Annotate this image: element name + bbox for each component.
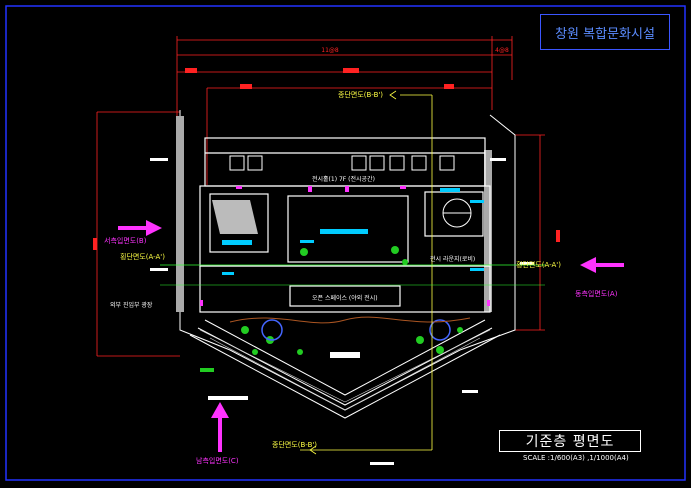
landscape-path xyxy=(229,316,471,324)
level-marks xyxy=(150,158,534,465)
opening-markers xyxy=(200,186,490,306)
room-label-left-area: 외부 진입부 광장 xyxy=(110,302,153,309)
section-arrows xyxy=(309,90,397,455)
planters xyxy=(241,246,463,355)
top-rooms xyxy=(229,155,455,171)
dimension-lines xyxy=(96,36,545,357)
room-label-lower: 오픈 스페이스 (야외 전시) xyxy=(312,295,378,302)
plan-title-box: 기준층 평면도 xyxy=(499,430,641,452)
room-label-middle: 전시 라운지(로비) xyxy=(430,256,476,263)
elevation-arrow-east xyxy=(580,257,624,273)
elevation-arrow-west xyxy=(118,220,162,236)
landscape-terraces xyxy=(199,329,491,411)
cyan-accents xyxy=(222,188,484,275)
dim-total-label: 11@8 xyxy=(321,47,339,54)
auditorium-seating xyxy=(212,200,258,234)
stage-bar xyxy=(222,240,252,245)
room-label-upper: 전시홀(1) 7F (전시공간) xyxy=(312,176,375,183)
scale-label: SCALE :1/600(A3) ,1/1000(A4) xyxy=(523,454,629,462)
section-label-left: 횡단면도(A-A') xyxy=(120,253,165,261)
section-label-bottom: 종단면도(B-B') xyxy=(272,441,318,449)
dimension-markers xyxy=(93,68,560,250)
dim-side-label: 4@8 xyxy=(495,47,509,54)
west-elevation-label: 서측입면도(B) xyxy=(104,237,147,245)
project-title-box: 창원 복합문화시설 xyxy=(540,14,670,50)
plan-title: 기준층 평면도 xyxy=(525,434,615,450)
section-label-right: 횡단면도(A-A') xyxy=(516,261,561,269)
sheet-border xyxy=(5,5,686,481)
project-title: 창원 복합문화시설 xyxy=(555,26,655,42)
east-elevation-label: 동측입면도(A) xyxy=(575,290,618,298)
elevation-arrow-south xyxy=(211,402,229,452)
section-label-top: 종단면도(B-B') xyxy=(338,91,384,99)
section-lines xyxy=(300,94,433,451)
fountain-circles xyxy=(261,319,451,341)
south-elevation-label: 남측입면도(C) xyxy=(196,457,239,465)
hatched-columns xyxy=(176,116,492,312)
